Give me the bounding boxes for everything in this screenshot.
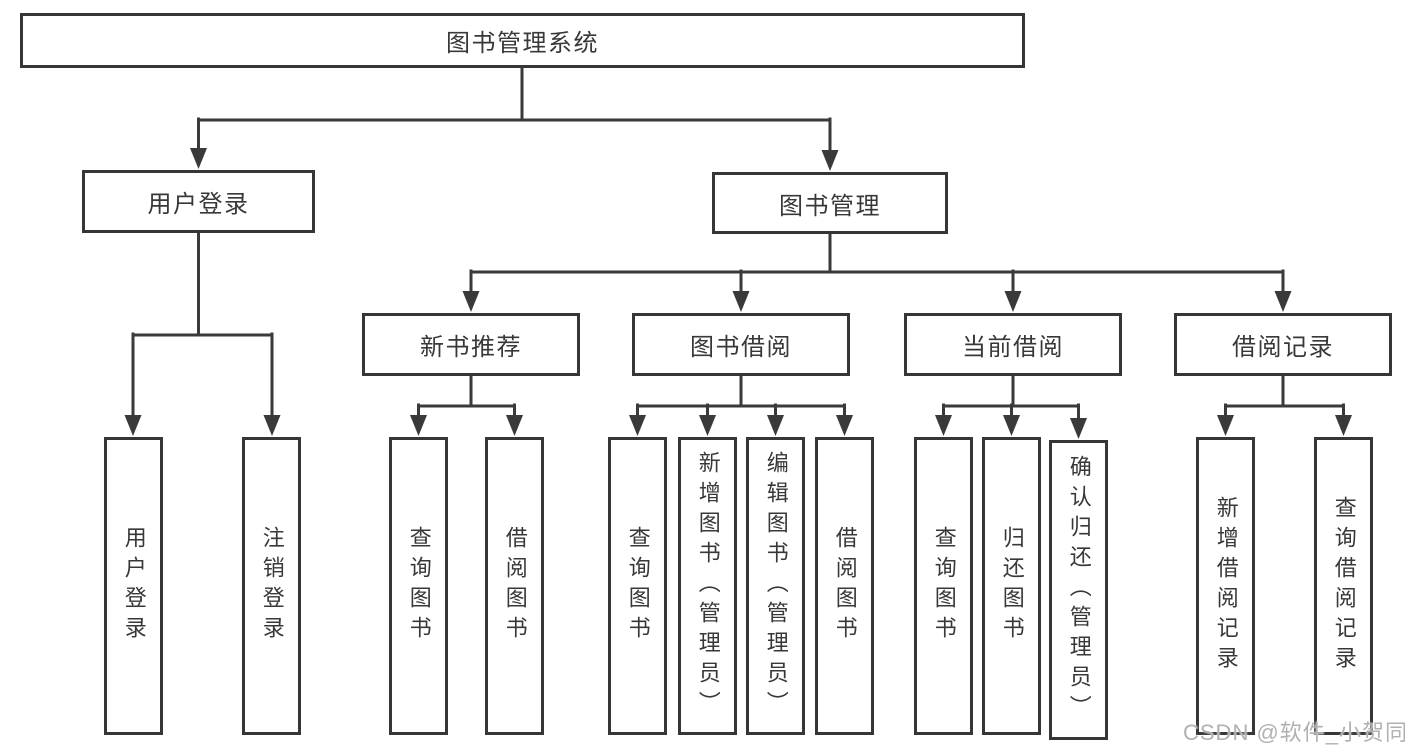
leaf-user-login: 用户登录 bbox=[104, 437, 163, 735]
node-borrow-records: 借阅记录 bbox=[1174, 313, 1392, 376]
node-user-login: 用户登录 bbox=[82, 170, 315, 233]
leaf-current-confirm-return-admin: 确认归还（管理员） bbox=[1049, 440, 1108, 740]
leaf-records-query-record: 查询借阅记录 bbox=[1314, 437, 1373, 735]
leaf-borrow-add-books-admin: 新增图书（管理员） bbox=[678, 437, 737, 735]
leaf-logout: 注销登录 bbox=[242, 437, 301, 735]
leaf-borrow-edit-books-admin: 编辑图书（管理员） bbox=[746, 437, 805, 735]
leaf-records-add-record: 新增借阅记录 bbox=[1196, 437, 1255, 735]
leaf-borrow-borrow-books: 借阅图书 bbox=[815, 437, 874, 735]
node-book-management: 图书管理 bbox=[712, 172, 948, 234]
leaf-borrow-query-books: 查询图书 bbox=[608, 437, 667, 735]
leaf-newrec-query-books: 查询图书 bbox=[389, 437, 448, 735]
node-book-borrow: 图书借阅 bbox=[632, 313, 850, 376]
watermark: CSDN @软件_小贺同学 bbox=[1183, 720, 1405, 745]
node-new-book-recommend: 新书推荐 bbox=[362, 313, 580, 376]
leaf-newrec-borrow-books: 借阅图书 bbox=[485, 437, 544, 735]
node-current-borrow: 当前借阅 bbox=[904, 313, 1122, 376]
leaf-current-query-books: 查询图书 bbox=[914, 437, 973, 735]
leaf-current-return-books: 归还图书 bbox=[982, 437, 1041, 735]
node-root-system: 图书管理系统 bbox=[20, 13, 1025, 68]
